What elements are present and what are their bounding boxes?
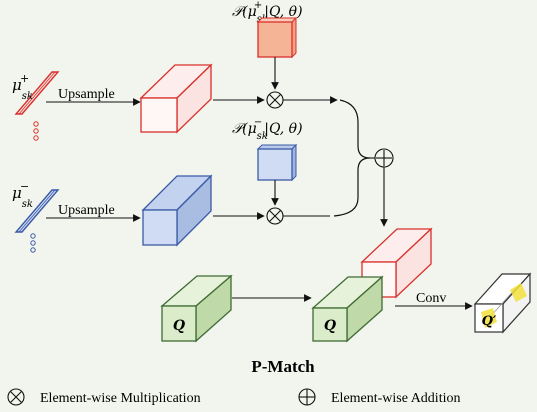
prior-neg-dot [30,233,36,239]
merge-brace [333,99,371,217]
output-highlight-front [481,308,497,328]
legend-add-label: Element-wise Addition [331,391,460,406]
multiply-neg-op [266,207,284,225]
prior-neg-dot [30,240,36,246]
prior-pos-dot [33,135,39,141]
query-cube [160,274,233,343]
prior-pos-label: μsk+ [12,72,33,102]
diagram-title: P-Match [251,357,315,376]
prob-pos-patch [256,16,298,59]
pos-feature-cube [139,63,213,134]
prior-pos-bar-stripe [18,71,56,115]
prior-neg-label: μsk− [12,180,33,210]
prior-pos-dot [33,121,39,127]
legend-multiply-icon [7,388,25,406]
prior-neg-dot [30,247,36,253]
query-label: Q [173,318,185,334]
multiply-pos-op [266,91,284,109]
prior-neg-input [14,189,60,253]
legend-add-icon [298,388,316,406]
output-highlight-top [510,283,527,302]
neg-feature-cube [141,174,213,247]
prior-neg-bar-stripe [18,189,56,233]
output-cube [473,272,532,334]
fused-query-label: Q [324,318,336,334]
upsample-neg-label: Upsample [58,203,115,218]
prob-neg-patch [256,143,298,182]
upsample-pos-label: Upsample [58,87,115,102]
prob-pos-label: 𝒫(μsk+|Q, θ) [232,0,303,25]
prior-pos-dot [33,128,39,134]
prior-pos-input [14,71,60,141]
legend-multiply-label: Element-wise Multiplication [40,391,201,406]
fused-query-cube [311,275,384,343]
prob-neg-label: 𝒫(μsk−|Q, θ) [232,117,303,142]
add-op [374,148,394,168]
output-label: Q′ [482,314,497,329]
conv-label: Conv [416,291,446,306]
legend: Element-wise Multiplication Element-wise… [7,388,460,406]
